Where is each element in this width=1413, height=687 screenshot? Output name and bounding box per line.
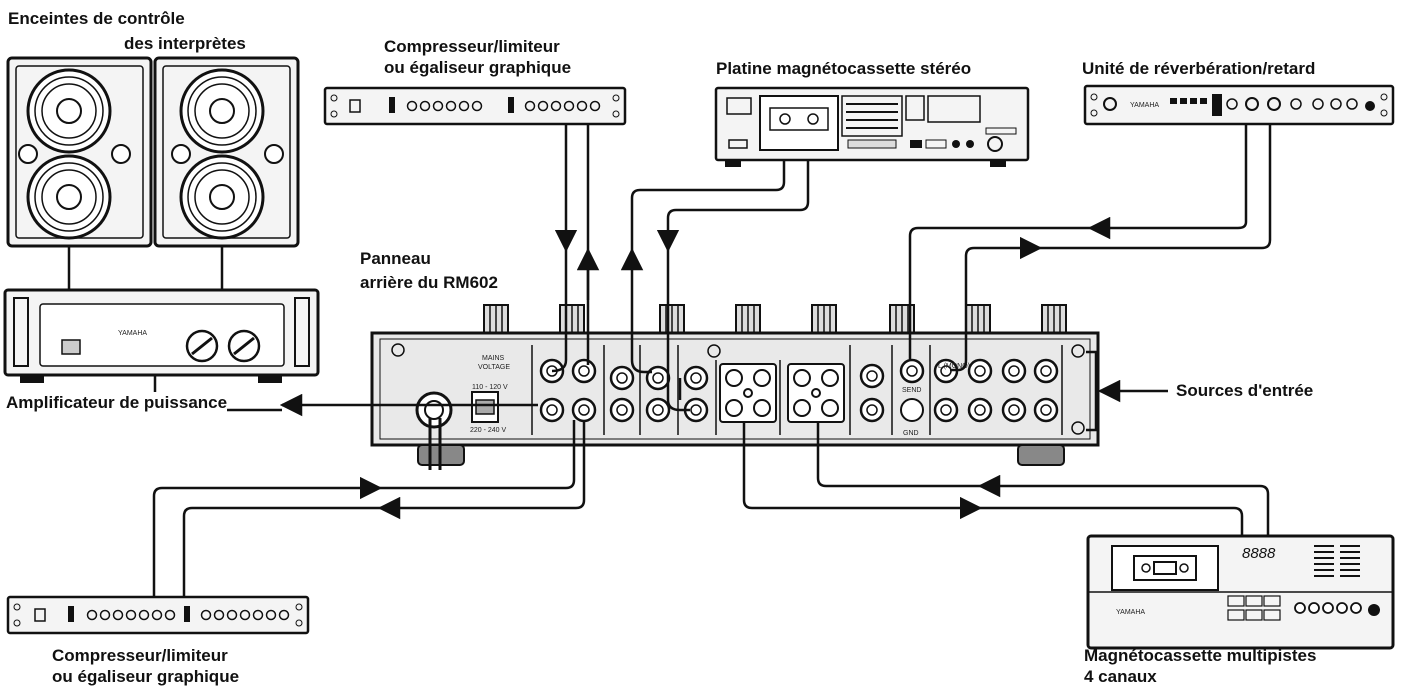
comp-top-label-line1: Compresseur/limiteur [384,37,560,56]
cable-comp-top-left-b [551,250,568,373]
input-sources-bracket [1086,350,1098,432]
l-mono-label: L (MONO) [938,363,970,370]
cable-reverb-return [964,236,1043,360]
multitrack-brand-text: YAMAHA [1116,609,1145,616]
cassette-deck-label: Platine magnétocassette stéréo [716,59,972,78]
monitor-speaker-right [153,56,300,248]
rear-panel-label-line2: arrière du RM602 [360,273,498,292]
multitrack-label-line2: 4 canaux [1084,667,1157,686]
compressor-top-unit [323,86,627,126]
cable-multitrack-return [977,474,1270,536]
comp-bottom-label-line2: ou égaliseur graphique [52,667,240,686]
multitrack-label-line1: Magnétocassette multipistes [1084,646,1317,665]
power-amplifier: YAMAHA [3,288,320,383]
reverb-label: Unité de réverbération/retard [1082,59,1316,78]
rm602-rear-panel: MAINS VOLTAGE 110 - 120 V 220 - 240 V [370,304,1100,470]
input-sources-label: Sources d'entrée [1176,381,1314,400]
comp-bottom-label-line1: Compresseur/limiteur [52,646,228,665]
compressor-bottom-unit [6,595,310,635]
cable-comp-bottom-return [152,476,383,597]
cable-deck-rec [656,160,810,253]
cable-comp-bottom-send-b [182,506,380,597]
cable-deck-play [630,160,786,250]
amp-brand-text: YAMAHA [118,330,147,337]
multitrack-cassette-recorder: 8888 YAMAHA [1086,534,1395,650]
cable-comp-bottom-send [377,420,586,520]
monitors-label-line1: Enceintes de contrôle [8,9,185,28]
amplifier-label: Amplificateur de puissance [6,392,228,413]
send-label: SEND [902,387,921,394]
mains-label-1: MAINS [482,355,505,362]
cable-reverb-return-c [950,359,968,372]
monitor-speaker-left [6,56,153,248]
reverb-brand-text: YAMAHA [1130,102,1159,109]
comp-top-label-line2: ou égaliseur graphique [384,58,572,77]
cable-reverb-send [1087,124,1248,240]
mains-label-2: VOLTAGE [478,364,510,371]
rear-panel-label-line1: Panneau [360,249,431,268]
cable-deck-rec-b [666,250,690,412]
stereo-cassette-deck [714,86,1030,167]
cable-deck-play-c [630,270,652,374]
reverb-delay-unit: YAMAHA [1083,84,1395,126]
cable-multitrack-return-b [816,422,980,488]
counter-display: 8888 [1242,545,1276,562]
cable-multitrack-send-b [980,506,1244,536]
mains-220-label: 220 - 240 V [470,427,507,434]
cable-comp-bottom-return-b [380,420,576,490]
cable-reverb-send-b [908,226,1090,360]
cable-multitrack-send [742,422,983,520]
gnd-label: GND [903,430,919,437]
monitors-label-line2: des interprètes [124,34,246,53]
cable-reverb-return-b [1040,124,1272,250]
mains-110-label: 110 - 120 V [472,384,508,391]
